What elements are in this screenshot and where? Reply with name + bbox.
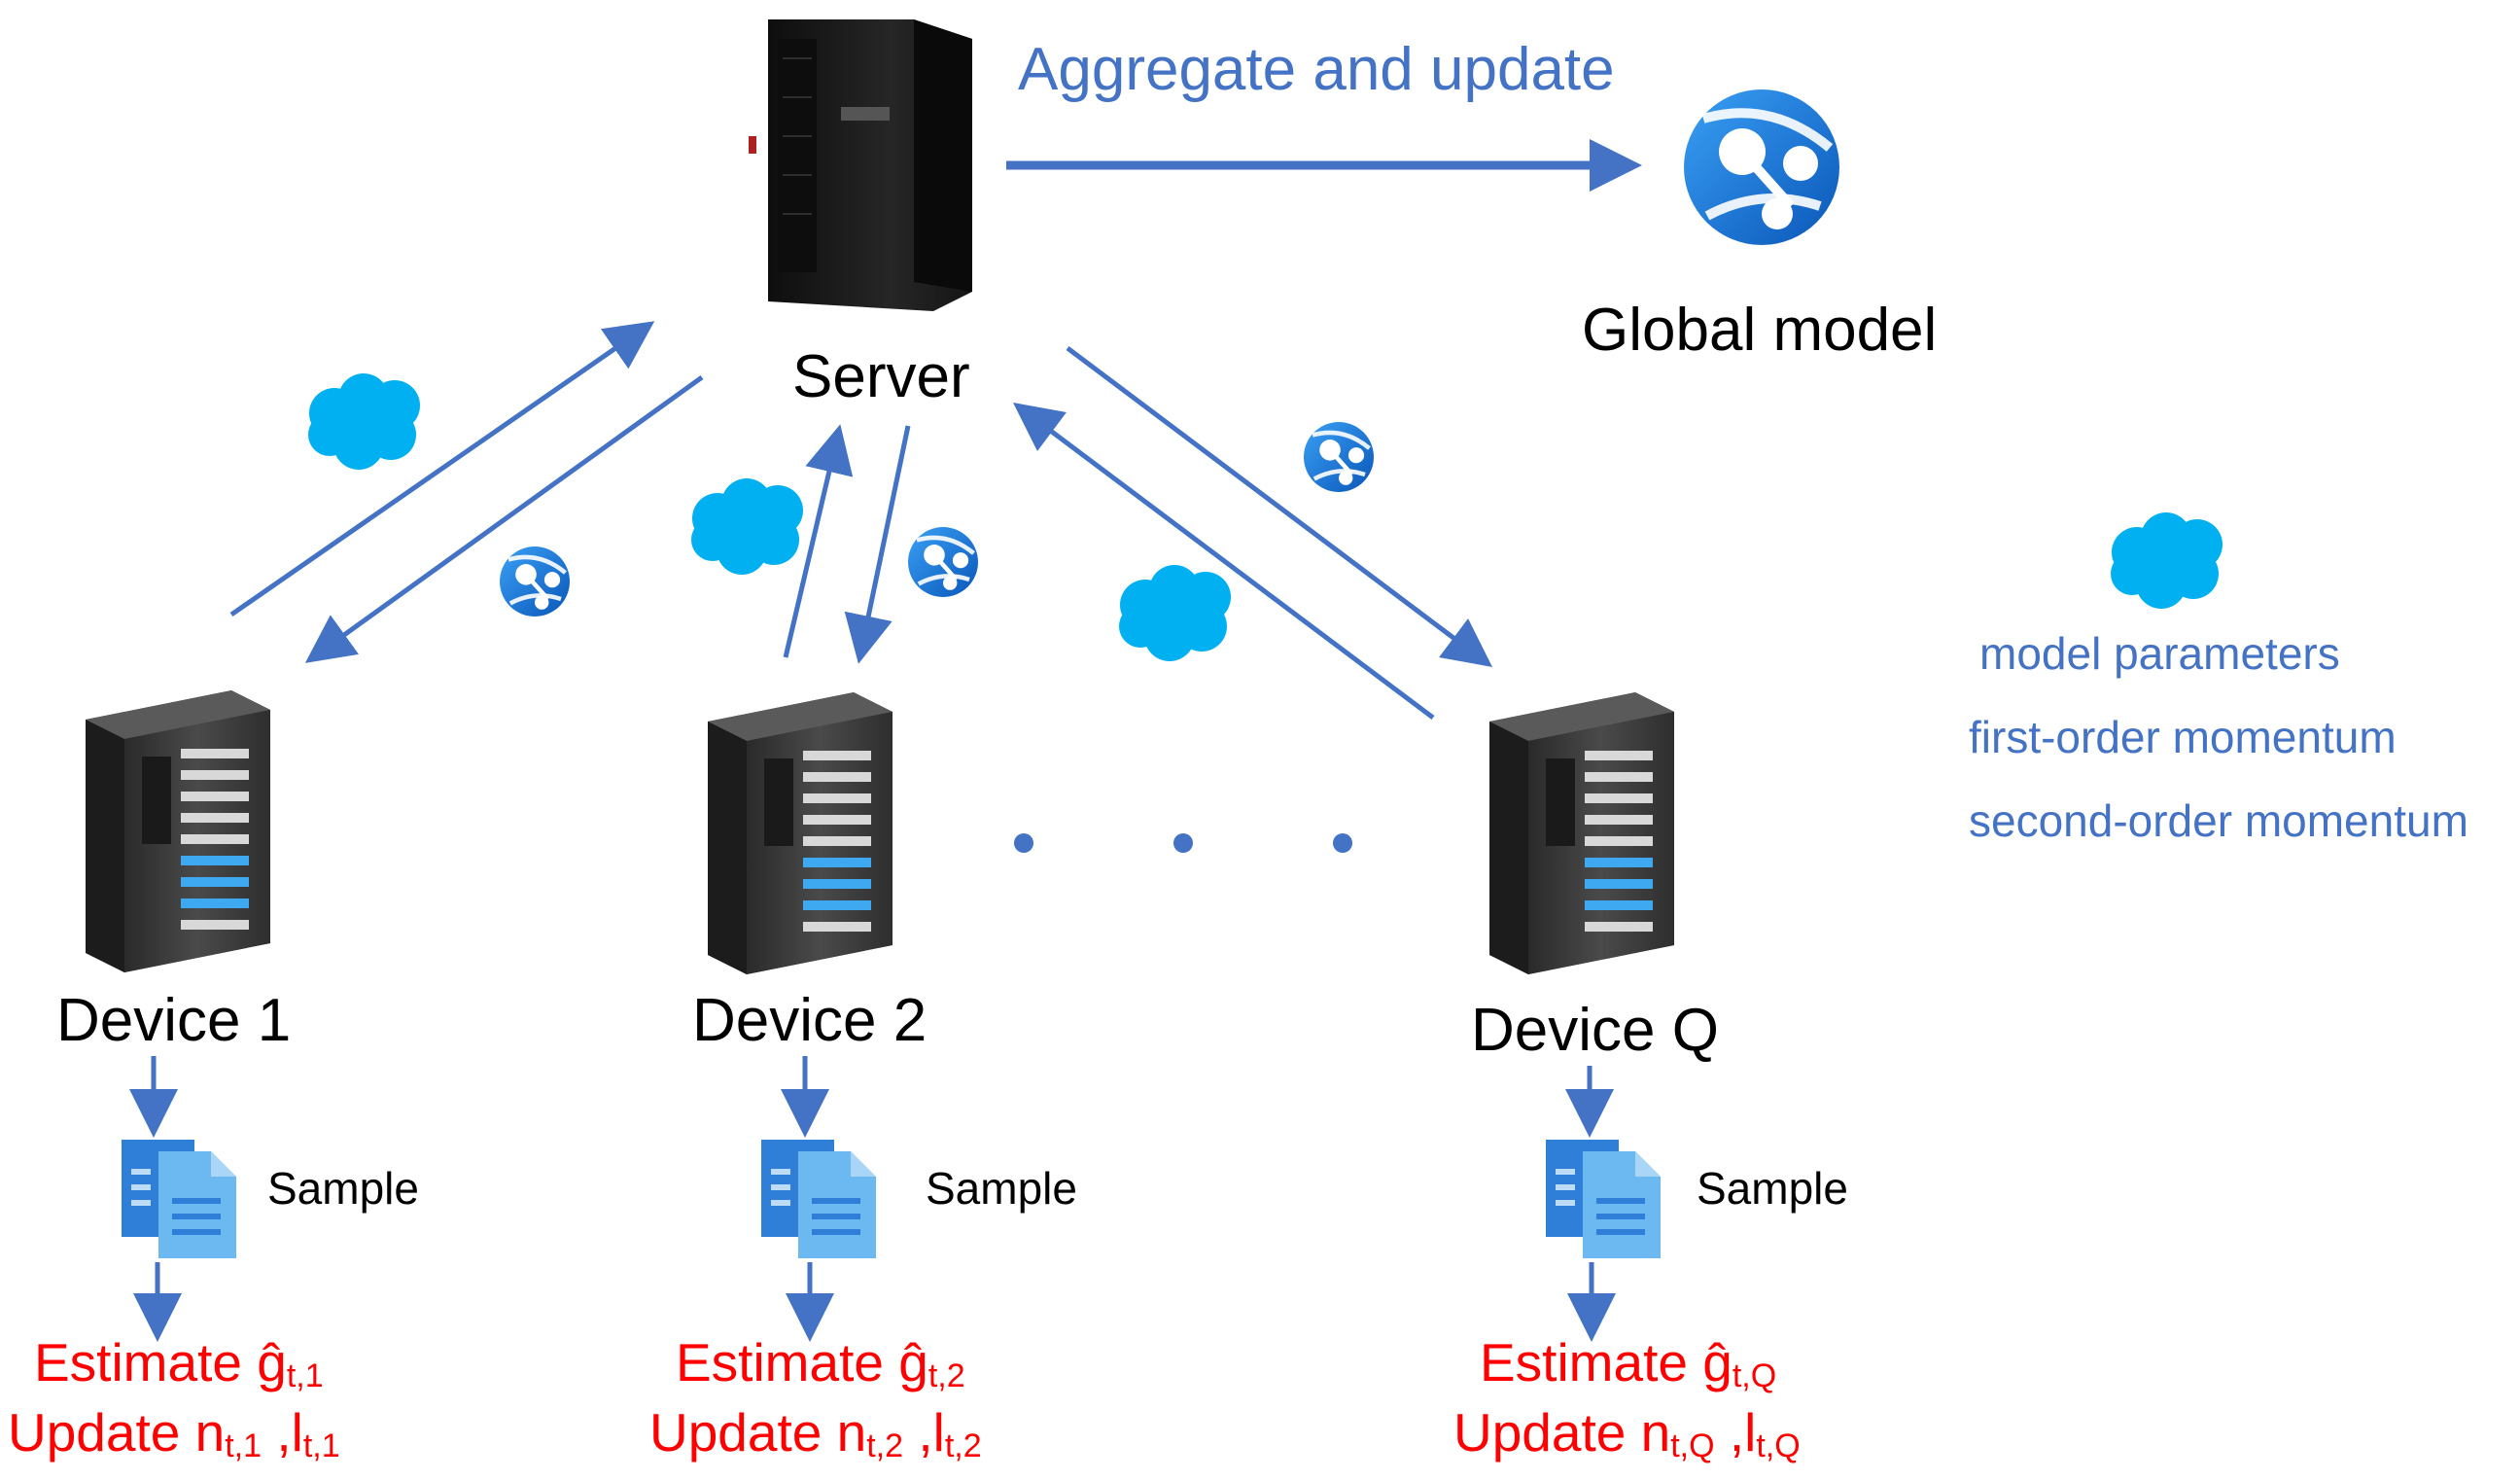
sample-label: Sample	[1697, 1163, 1848, 1214]
aggregate-label: Aggregate and update	[1018, 36, 1615, 103]
document-icon	[761, 1140, 876, 1258]
sample-label: Sample	[267, 1163, 419, 1214]
update-label: Update nt,1 ,lt,1	[8, 1402, 340, 1464]
cloud-icon	[691, 478, 803, 575]
global-model-globe-icon	[1684, 89, 1839, 245]
globe-icon	[1304, 422, 1374, 492]
legend-line-1: model parameters	[1979, 628, 2340, 679]
globe-icon	[908, 527, 978, 597]
arrow-deviceq-to-server	[1013, 403, 1435, 720]
update-label: Update nt,2 ,lt,2	[649, 1402, 982, 1464]
arrow-server-to-device1	[304, 374, 704, 663]
device-rack-icon	[708, 692, 892, 974]
device-1-group: Device 1 Sample Estimate ĝt,1 Update nt,…	[8, 690, 419, 1464]
document-icon	[1546, 1140, 1661, 1258]
device-label: Device 2	[692, 987, 927, 1054]
estimate-label: Estimate ĝt,2	[676, 1332, 965, 1394]
communication-arrows	[229, 321, 1492, 720]
device-label: Device Q	[1471, 997, 1719, 1064]
legend-line-3: second-order momentum	[1969, 795, 2468, 846]
device-rack-icon	[1489, 692, 1674, 974]
arrow-server-to-deviceq	[1066, 346, 1492, 668]
document-icon	[122, 1140, 236, 1258]
globe-icon	[500, 546, 570, 617]
device-label: Device 1	[56, 987, 291, 1054]
device-2-group: Device 2 Sample Estimate ĝt,2 Update nt,…	[649, 692, 1077, 1464]
arrow-device2-to-server	[783, 424, 854, 658]
cloud-icon	[308, 373, 420, 470]
global-model-label: Global model	[1582, 297, 1937, 364]
estimate-label: Estimate ĝt,1	[34, 1332, 324, 1394]
ellipsis-dots	[1014, 833, 1352, 853]
sample-label: Sample	[926, 1163, 1077, 1214]
legend-cloud-icon	[2111, 512, 2222, 609]
legend: model parameters first-order momentum se…	[1969, 512, 2468, 846]
server-label: Server	[792, 343, 970, 410]
update-label: Update nt,Q ,lt,Q	[1453, 1402, 1801, 1464]
estimate-label: Estimate ĝt,Q	[1480, 1332, 1776, 1394]
server-tower-icon	[749, 19, 972, 311]
device-q-group: Device Q Sample Estimate ĝt,Q Update nt,…	[1453, 692, 1848, 1464]
legend-line-2: first-order momentum	[1969, 712, 2397, 762]
arrow-server-to-device2	[844, 425, 911, 664]
cloud-icon	[1119, 565, 1231, 661]
arrow-device1-to-server	[229, 321, 655, 617]
device-rack-icon	[86, 690, 270, 972]
